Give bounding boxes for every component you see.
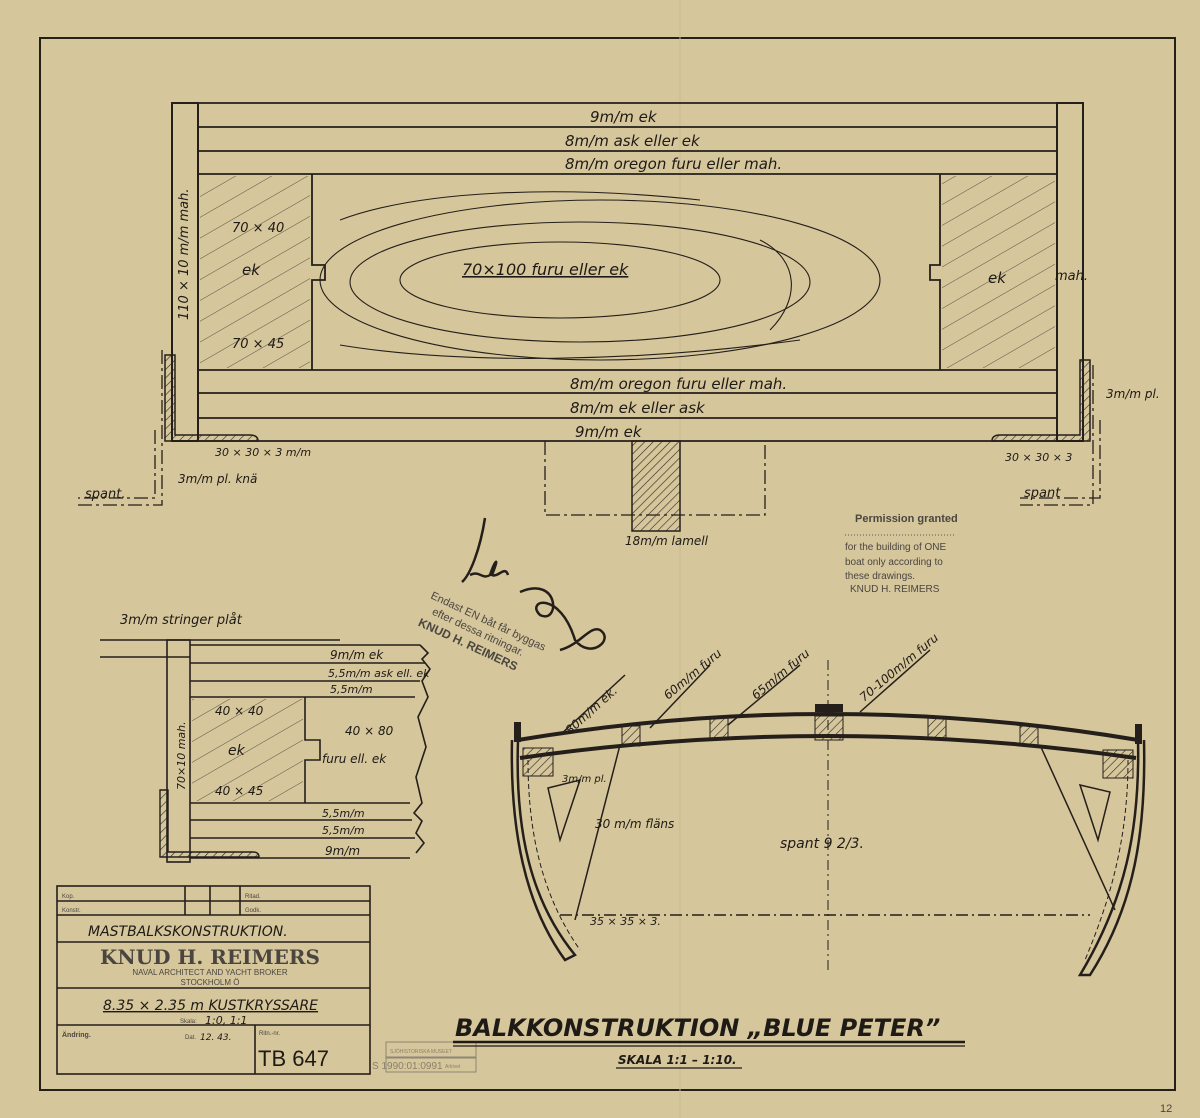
plank-label: 8m/m ek eller ask	[570, 399, 706, 417]
detail-labels: 3m/m stringer plåt 9m/m ek 5,5m/m ask el…	[120, 613, 430, 858]
drawing-border	[39, 37, 1176, 1091]
plank-label: 9m/m ek	[330, 648, 384, 662]
angle-label: 35 × 35 × 3.	[590, 915, 661, 928]
stamp-name: KNUD H. REIMERS	[850, 584, 940, 595]
subject: MASTBALKSKONSTRUKTION.	[88, 924, 288, 940]
godk-label: Godk.	[245, 908, 261, 914]
konstr-label: Konstr.	[62, 908, 81, 914]
core-label: 40 × 80	[345, 724, 394, 738]
block-label: ek	[242, 261, 261, 279]
ritad-label: Ritad.	[245, 894, 261, 900]
block-label: 70 × 40	[232, 221, 284, 236]
angle-label: 30 × 30 × 3	[1005, 451, 1072, 464]
date: 12. 43.	[200, 1033, 232, 1043]
core-label: furu ell. ek	[322, 752, 387, 766]
archive-stamp: SJÖHISTORISKA MUSEET Arkivet S 1990:01:0…	[372, 1041, 477, 1073]
swedish-stamp: Endast EN båt får byggas efter dessa rit…	[416, 590, 548, 674]
plank-label: 5,5m/m	[322, 824, 365, 837]
museum-name: SJÖHISTORISKA MUSEET	[390, 1048, 452, 1055]
block-label: 40 × 45	[215, 784, 263, 798]
skala-value: 1:0, 1:1	[205, 1014, 247, 1027]
block-label: ek	[988, 269, 1007, 287]
andring-label: Ändring.	[62, 1031, 91, 1039]
plank-label: 9m/m	[325, 844, 360, 858]
spant-label: spant.	[85, 487, 125, 502]
drawing-number: TB 647	[258, 1046, 329, 1071]
signature	[461, 517, 606, 652]
spant-label: spant 9 2/3.	[780, 836, 864, 852]
plank-label: 5,5m/m ask ell. ek	[328, 667, 430, 680]
plank-label: 9m/m ek	[575, 423, 643, 441]
block-label: 70 × 45	[232, 337, 284, 352]
block-label: ek	[228, 743, 246, 759]
ritn-label: Ritn.-nr.	[259, 1031, 280, 1037]
block-label: 40 × 40	[215, 704, 264, 718]
plate-label: 3m/m pl.	[1106, 387, 1160, 401]
plate-label: 3m/m pl.	[562, 774, 607, 785]
flange-label: 30 m/m fläns	[595, 817, 674, 831]
stringer-label: 3m/m stringer plåt	[120, 613, 243, 628]
sheet-number: 12	[1160, 1103, 1172, 1115]
deck-section	[510, 649, 1146, 977]
firm-city: STOCKHOLM Ö	[181, 978, 240, 987]
plank-label: 8m/m oregon furu eller mah.	[565, 155, 782, 173]
stamp-title: Permission granted	[855, 513, 958, 525]
beam-label: 65m/m furu	[749, 646, 813, 703]
drawing-title: BALKKONSTRUKTION „BLUE PETER”	[455, 1014, 940, 1042]
stamp-text: boat only according to	[845, 557, 943, 568]
strip-label: mah.	[1055, 269, 1088, 284]
plank-label: 5,5m/m	[322, 807, 365, 820]
permission-stamp: Permission granted for the building of O…	[845, 513, 958, 595]
plank-label: 5,5m/m	[330, 683, 373, 696]
arkivet-label: Arkivet	[445, 1064, 461, 1070]
kop-label: Kop.	[62, 894, 75, 900]
plank-label: 8m/m oregon furu eller mah.	[570, 375, 787, 393]
drawing-title-group: BALKKONSTRUKTION „BLUE PETER” SKALA 1:1 …	[453, 1014, 965, 1069]
boat-type: 8.35 × 2.35 m KUSTKRYSSARE	[103, 998, 318, 1014]
deck-section-labels: 80m/m ek. 60m/m furu 65m/m furu 70-100m/…	[562, 630, 941, 928]
knee-label: 3m/m pl. knä	[178, 472, 257, 486]
core-label: 70×100 furu eller ek	[462, 260, 629, 279]
drawing-scale: SKALA 1:1 – 1:10.	[618, 1053, 737, 1067]
firm-subtitle: NAVAL ARCHITECT AND YACHT BROKER	[132, 968, 288, 977]
detail-section	[100, 639, 431, 863]
strip-label: 110 × 10 m/m mah.	[177, 189, 192, 321]
main-beam-labels: 9m/m ek 8m/m ask eller ek 8m/m oregon fu…	[85, 108, 1160, 548]
stamp-text: for the building of ONE	[845, 542, 946, 553]
angle-label: 30 × 30 × 3 m/m	[215, 446, 311, 459]
main-beam-section	[75, 102, 1101, 532]
archive-number: S 1990:01:0991	[372, 1061, 443, 1072]
lamell-label: 18m/m lamell	[625, 534, 709, 548]
spant-label: spant	[1024, 486, 1061, 501]
strip-label: 70×10 mah.	[175, 721, 188, 790]
beam-label: 60m/m furu	[661, 646, 725, 703]
dat-label: Dat.	[185, 1035, 196, 1041]
stamp-text: these drawings.	[845, 571, 915, 582]
beam-label: 70-100m/m furu	[857, 630, 941, 704]
plank-label: 8m/m ask eller ek	[565, 132, 701, 150]
title-block: Kop. Konstr. Ritad. Godk. MASTBALKSKONST…	[56, 885, 371, 1075]
skala-label: Skala:	[180, 1019, 197, 1025]
firm-name: KNUD H. REIMERS	[100, 945, 320, 969]
plank-label: 9m/m ek	[590, 108, 658, 126]
